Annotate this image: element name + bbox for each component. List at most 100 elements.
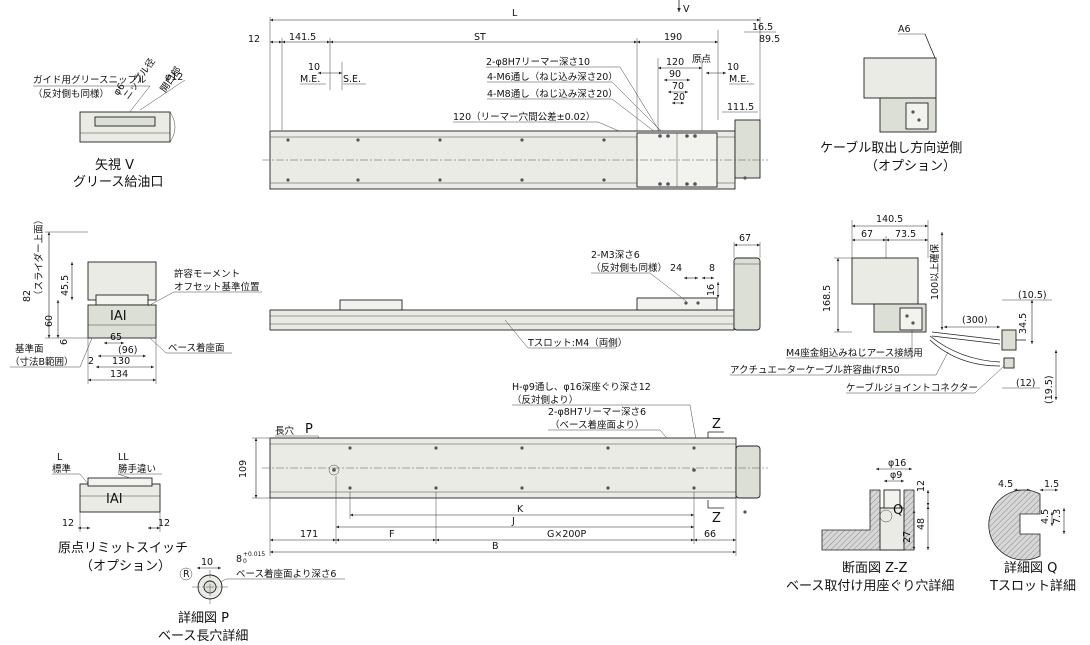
dim-16-5: 16.5 xyxy=(752,22,773,33)
end-motor xyxy=(87,261,157,301)
note-m4: M4座金組込みねじアース接続用 xyxy=(786,347,923,359)
cable-reverse-motor xyxy=(863,57,937,99)
cable-reverse-connector xyxy=(905,102,929,130)
end-view: 82 （スライダー上面） 45.5 60 6 134 106 IAI 許容モーメ… xyxy=(10,215,262,384)
cable-reverse-title-2: （オプション） xyxy=(865,159,956,174)
dim-60: 60 xyxy=(44,315,55,327)
ls-std: 標準 xyxy=(52,463,72,475)
dim-45-5: 45.5 xyxy=(60,275,71,296)
motor-connector xyxy=(899,307,923,331)
label-Z-top: Z xyxy=(712,417,721,432)
grease-note-1: ガイド用グリースニップル xyxy=(33,74,147,86)
z-dim-12: 12 xyxy=(916,480,927,492)
label-hole: 長穴 xyxy=(275,425,295,437)
motor-dim-100: 100以上確保 xyxy=(929,243,941,300)
dim-134-bottom: 134 xyxy=(110,369,128,380)
dim-10-right: 10 xyxy=(727,62,739,73)
z-dim-phi9: φ9 xyxy=(890,470,902,481)
dim-phi12: φ12 xyxy=(165,72,183,83)
dim-120: 120 xyxy=(666,57,684,68)
dim-2: 2 xyxy=(88,356,94,367)
top-view: L V 12 141.5 ST 190 16.5 89.5 10 M.E. S.… xyxy=(248,0,780,190)
q-title-1: 詳細図 Q xyxy=(1004,560,1057,576)
note-tslot: Tスロット:M4（両側） xyxy=(527,337,627,349)
p-dim-8: 8 xyxy=(236,554,242,565)
detail-Q: 4.5 1.5 4.5 7.3 詳細図 Q Tスロット詳細 xyxy=(988,479,1076,594)
side-dim-67: 67 xyxy=(739,233,751,244)
dim-F: F xyxy=(389,529,394,540)
dim-111-5: 111.5 xyxy=(727,102,754,113)
top-holes xyxy=(286,134,747,186)
note-m3-2: （反対側も同様） xyxy=(591,262,667,274)
note-m6: 4-M6通し（ねじ込み深さ20） xyxy=(487,71,618,83)
side-dim-24: 24 xyxy=(670,263,682,274)
grease-title-1: 矢視 V xyxy=(95,158,134,173)
z-title-2: ベース取付け用座ぐり穴詳細 xyxy=(786,578,954,594)
ls-L: L xyxy=(57,452,63,463)
note-moment-2: オフセット基準位置 xyxy=(174,281,260,293)
p-R: R xyxy=(183,569,190,580)
label-Z-bottom: Z xyxy=(712,511,721,526)
dim-J: J xyxy=(511,516,515,527)
note-base-2: （寸法B範囲） xyxy=(10,356,74,368)
p-note: ベース着座面より深さ6 xyxy=(236,568,336,580)
q-title-2: Tスロット詳細 xyxy=(989,578,1076,594)
dim-6: 6 xyxy=(59,339,70,345)
bottom-view: H-φ9通し、φ16深座ぐり深さ12 （反対側より） 2-φ8H7リーマー深さ6… xyxy=(238,381,768,556)
side-dim-8: 8 xyxy=(709,263,715,274)
note-reamer-b-1: 2-φ8H7リーマー深さ6 xyxy=(548,407,646,418)
motor-dim-10-5: (10.5) xyxy=(1018,290,1047,301)
note-h-1: H-φ9通し、φ16深座ぐり深さ12 xyxy=(512,381,651,393)
detail-P: 10 8 +0.015 0 R ベース着座面より深さ6 詳細図 P ベース長穴詳… xyxy=(158,551,345,644)
ls-body xyxy=(79,483,161,513)
dim-141-5: 141.5 xyxy=(289,32,316,43)
ls-logo: IAI xyxy=(106,492,123,507)
bottom-holes xyxy=(348,446,747,514)
label-P: P xyxy=(305,422,313,437)
cable-joint xyxy=(1001,329,1017,351)
section-Z-Z: φ16 φ9 12 Q 27 48 断面図 Z-Z ベース取付け用座ぐり穴詳細 xyxy=(786,458,954,594)
note-seat: ベース着座面 xyxy=(168,342,225,354)
dim-130: 130 xyxy=(112,356,130,367)
motor-dim-34-5: 34.5 xyxy=(1018,313,1029,334)
dim-109: 109 xyxy=(238,460,249,478)
p-tol0: 0 xyxy=(243,558,247,565)
motor-dim-19-5: (19.5) xyxy=(1044,375,1055,404)
ls-slider xyxy=(87,477,153,487)
side-view: 67 2-M3深さ6 （反対側も同様） 24 8 16 Tスロット:M4（両側） xyxy=(269,233,761,349)
dim-B: B xyxy=(492,541,499,552)
side-dim-16: 16 xyxy=(706,284,717,296)
dim-90: 90 xyxy=(669,69,681,80)
ls-dim-12-left: 12 xyxy=(62,518,74,529)
dim-171: 171 xyxy=(300,529,318,540)
label-Q: Q xyxy=(893,503,903,518)
ls-title-2: （オプション） xyxy=(80,559,171,574)
motor-dim-168-5: 168.5 xyxy=(822,285,833,312)
bottom-motor xyxy=(735,445,761,499)
motor-dim-67: 67 xyxy=(861,229,873,240)
q-dim-4-5-v: 4.5 xyxy=(1040,509,1051,524)
note-base-1: 基準面 xyxy=(15,343,44,355)
end-base xyxy=(87,304,157,339)
side-stopper xyxy=(339,299,403,311)
p-title-1: 詳細図 P xyxy=(178,610,229,626)
cable-reverse-title-1: ケーブル取出し方向逆側 xyxy=(820,140,962,156)
dim-89-5: 89.5 xyxy=(759,34,780,45)
side-slider xyxy=(636,297,718,311)
note-moment-1: 許容モーメント xyxy=(174,268,240,280)
grease-note-2: （反対側も同様） xyxy=(33,88,109,100)
dim-82-note: （スライダー上面） xyxy=(33,215,45,300)
end-slider xyxy=(95,294,149,306)
p-dim-10: 10 xyxy=(201,557,213,568)
end-logo: IAI xyxy=(110,309,127,324)
q-dim-7-3: 7.3 xyxy=(1052,509,1063,524)
note-reamer-b-2: （ベース着座面より） xyxy=(550,419,644,431)
dim-K: K xyxy=(517,504,524,515)
ls-LL: LL xyxy=(118,452,129,463)
motor-dim-73-5: 73.5 xyxy=(895,229,916,240)
z-title-1: 断面図 Z-Z xyxy=(842,561,908,576)
side-base xyxy=(269,309,735,331)
grease-body xyxy=(79,111,171,143)
motor-housing xyxy=(851,257,919,305)
